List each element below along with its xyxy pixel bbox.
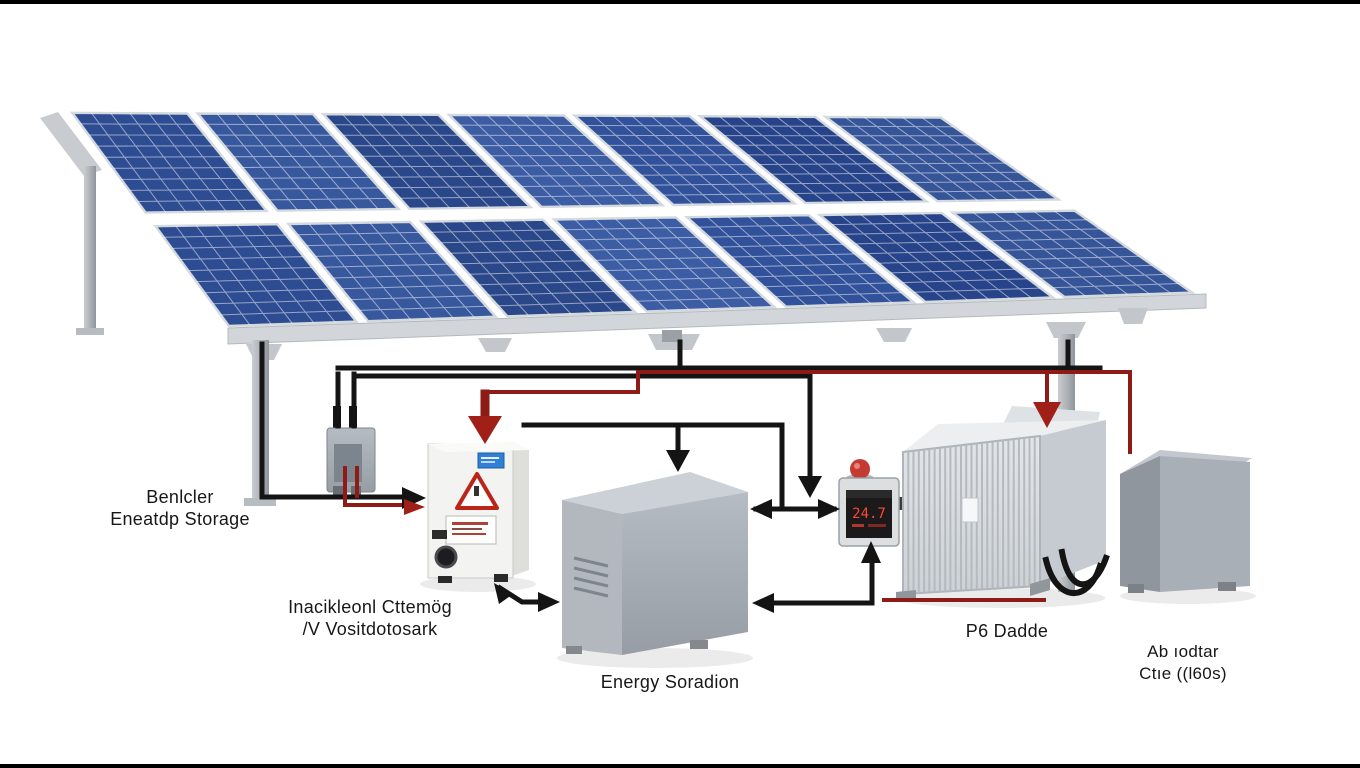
label-combiner-line1: Inacikleonl Cttemög xyxy=(288,597,452,617)
panel-cell-grid xyxy=(831,212,1041,302)
label-ac-meter-line2: Ctıe ((l60s) xyxy=(1139,664,1227,683)
top-border xyxy=(0,0,1360,4)
label-energy-storage: Energy Soradion xyxy=(550,671,790,693)
label-battery-bank-line2: Eneatdp Storage xyxy=(110,509,250,529)
panel-cell-grid xyxy=(206,113,389,211)
panel-cell-grid xyxy=(711,115,915,204)
bottom-border xyxy=(0,764,1360,768)
vent-slot xyxy=(432,530,447,539)
label-combiner: Inacikleonl Cttemög /V Vositdotosark xyxy=(245,596,495,640)
panel-cell-grid xyxy=(297,221,487,321)
brand-label xyxy=(477,452,505,469)
led-display xyxy=(846,498,892,538)
panel-cell-grid xyxy=(163,224,348,326)
ac-unit-box xyxy=(1120,450,1252,593)
label-ac-meter: Ab ıodtar Ctıe ((l60s) xyxy=(1083,641,1283,685)
label-pv-inverter-line1: P6 Dadde xyxy=(965,621,1049,641)
combiner-cabinet xyxy=(427,442,529,583)
pv-junction-box xyxy=(326,406,376,499)
panel-cell-grid xyxy=(585,115,783,206)
energy-storage-box xyxy=(562,472,748,655)
panel-cell-grid xyxy=(80,112,258,213)
label-pv-inverter: P6 Dadde xyxy=(907,620,1107,642)
dc-wiring-red xyxy=(343,370,1132,602)
alarm-beacon-icon xyxy=(850,459,870,479)
panel-cell-grid xyxy=(430,219,625,316)
panel-cell-grid xyxy=(332,113,521,209)
label-energy-storage-line1: Energy Soradion xyxy=(600,672,740,692)
panel-cell-grid xyxy=(459,114,652,207)
gauge-knob xyxy=(434,545,458,569)
ventilation-ribs xyxy=(907,436,1036,594)
label-ac-meter-line1: Ab ıodtar xyxy=(1147,642,1219,661)
vent-slats xyxy=(573,556,609,598)
panel-cell-grid xyxy=(564,217,764,312)
label-battery-bank-line1: Benlcler xyxy=(146,487,214,507)
rating-label xyxy=(961,497,979,523)
flow-arrows-red xyxy=(404,402,1061,515)
led-display-value: 24.7 xyxy=(852,506,886,522)
solar-array xyxy=(69,111,1196,328)
solar-panel xyxy=(446,113,666,209)
panel-cell-grid xyxy=(965,210,1180,297)
panel-cell-grid xyxy=(838,116,1046,202)
label-combiner-line2: /V Vositdotosark xyxy=(302,619,438,639)
label-battery-bank: Benlcler Eneatdp Storage xyxy=(60,486,300,530)
flow-arrows-black xyxy=(402,450,881,613)
panel-cell-grid xyxy=(697,215,902,307)
